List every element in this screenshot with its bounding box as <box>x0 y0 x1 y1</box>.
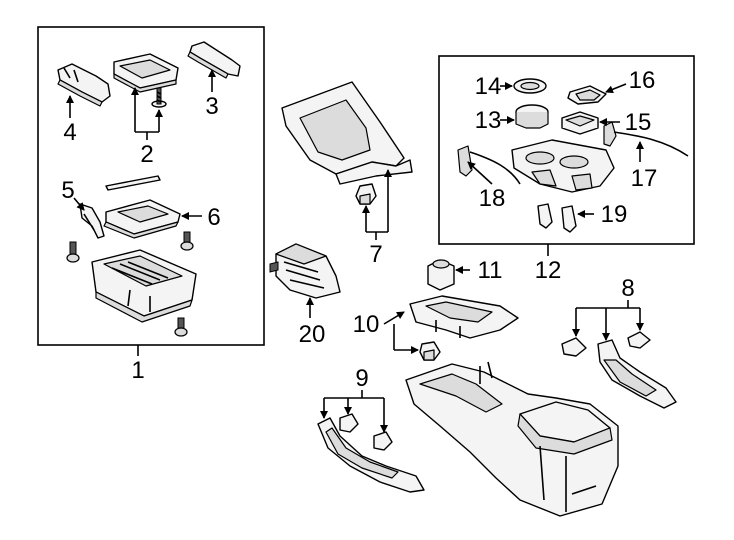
part-14-ring <box>513 78 547 94</box>
part-7-console-panel <box>281 81 413 185</box>
screw-left-2 <box>180 231 194 251</box>
part-4-bracket <box>57 63 111 107</box>
callout-9: 9 <box>355 365 368 392</box>
part-12-console-upper <box>511 139 615 193</box>
part-15-cup-holder <box>561 111 599 135</box>
part-13-cup-holder-insert <box>515 104 549 129</box>
callout-6: 6 <box>207 204 220 231</box>
part-9-clip-a <box>339 413 359 433</box>
part-11-knob <box>427 259 455 291</box>
callout-11: 11 <box>478 257 503 284</box>
part-16-mat <box>567 85 607 105</box>
callout-15: 15 <box>625 109 652 136</box>
group-box-1 <box>37 26 265 346</box>
callout-13: 13 <box>475 107 502 134</box>
part-9-side-trim <box>317 417 425 493</box>
group-box-12 <box>438 55 695 245</box>
callout-20: 20 <box>299 321 326 348</box>
screw-left-3 <box>174 317 188 337</box>
part-1-storage-box <box>91 249 197 323</box>
callout-14: 14 <box>475 73 502 100</box>
callout-17: 17 <box>631 165 658 192</box>
part-7-clip <box>355 183 377 205</box>
callout-1: 1 <box>131 357 144 384</box>
callout-4: 4 <box>63 119 76 146</box>
callout-16: 16 <box>629 67 656 94</box>
part-10-clip <box>419 341 441 361</box>
callout-12: 12 <box>535 257 562 284</box>
part-10-bracket <box>409 295 519 339</box>
callout-5: 5 <box>61 177 74 204</box>
part-2-tray <box>113 53 179 93</box>
callout-19: 19 <box>601 201 628 228</box>
part-8-side-trim <box>597 339 677 409</box>
callout-18: 18 <box>479 185 506 212</box>
part-19-clip-b <box>561 205 577 233</box>
callout-10: 10 <box>353 311 380 338</box>
part-6-tray <box>103 199 181 239</box>
callout-2: 2 <box>140 141 153 168</box>
callout-7: 7 <box>369 241 382 268</box>
center-console-body <box>405 361 619 517</box>
part-20-shift-assembly <box>269 243 341 299</box>
leader-lines <box>66 69 644 433</box>
part-2-screw <box>151 87 167 108</box>
part-18-hose <box>457 145 521 185</box>
callout-8: 8 <box>621 275 634 302</box>
part-5-bracket <box>79 203 105 239</box>
part-9-clip-b <box>373 431 393 451</box>
screw-left-1 <box>66 241 80 263</box>
callout-3: 3 <box>205 93 218 120</box>
part-6-strip <box>105 175 161 191</box>
part-19-clip-a <box>537 203 553 229</box>
part-3-bracket <box>187 41 241 79</box>
part-8-clip-b <box>627 331 651 349</box>
part-8-clip-a <box>561 337 587 357</box>
